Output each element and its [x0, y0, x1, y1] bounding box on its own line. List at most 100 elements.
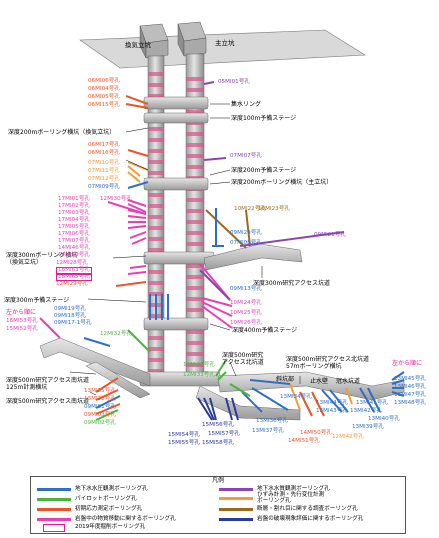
shaft-ring	[186, 264, 204, 268]
stages	[139, 96, 221, 387]
borehole-label: 07MI11号孔	[88, 168, 120, 174]
borehole-line	[95, 377, 119, 393]
shaft-ring	[186, 341, 204, 345]
left-order2-label: 左から順に	[392, 360, 423, 367]
shaft-ring	[186, 110, 204, 114]
borehole-line	[197, 397, 213, 421]
shaft-ring	[186, 132, 204, 136]
legend-label: 地下水水圧観測ボーリング孔	[75, 486, 148, 492]
legend-swatch	[219, 497, 253, 500]
borehole-label: 12MI29号孔	[56, 281, 88, 287]
gallery-300-label: 深度300m研究アクセス坑道	[253, 280, 330, 287]
gallery-500-south-branch	[85, 361, 151, 399]
borehole-line	[391, 371, 405, 381]
borehole-line	[321, 389, 343, 413]
borehole-label: 13MI46号孔	[394, 384, 426, 390]
gallery-500-north-label: 深度500m研究 アクセス北坑道	[222, 352, 264, 366]
borehole-line	[391, 391, 405, 397]
collection-ring-label: 集水リング	[231, 101, 262, 108]
shaft-ring	[148, 369, 164, 373]
borehole-label: 15MI56号孔	[202, 422, 234, 428]
borehole-label: 09MI18号孔	[54, 313, 86, 319]
borehole-label: 09MI19号孔	[54, 306, 86, 312]
borehole-label: 07MI08号孔	[230, 240, 262, 246]
borehole-line	[391, 379, 405, 385]
legend-label: 2019年度掘削ボーリング孔	[75, 524, 146, 530]
legend-swatch	[219, 508, 253, 511]
borehole-line	[359, 387, 375, 413]
legend-label: ひずみ計測・先行変位計測 ボーリング孔	[257, 492, 325, 504]
gallery-500-north-lower	[195, 385, 301, 421]
borehole-line	[209, 397, 217, 421]
borehole-line	[203, 157, 227, 161]
borehole-label: 18MI63号孔	[56, 267, 92, 274]
borehole-line	[127, 181, 149, 189]
gallery-500-north	[217, 371, 405, 401]
borehole-label: 13MI41号孔	[356, 400, 388, 406]
borehole-line	[129, 265, 147, 269]
shaft-ring	[148, 171, 164, 175]
borehole-label: 12MI27号孔	[183, 362, 215, 368]
bh-200-main-label: 深度200mボーリング横坑（主立坑）	[231, 179, 333, 186]
shaft-ring	[148, 127, 164, 131]
borehole-label: 13MI39号孔	[352, 424, 384, 430]
shaft-ring	[186, 198, 204, 202]
borehole-label: 07MI10号孔	[88, 160, 120, 166]
ground-surface	[79, 29, 366, 69]
shaft-ring	[148, 281, 164, 285]
shaft-ring	[148, 160, 164, 164]
borehole-label: 10MI25号孔	[230, 310, 262, 316]
shaft-ring	[148, 193, 164, 197]
leader-lines	[69, 103, 301, 396]
shaft-ring	[186, 165, 204, 169]
borehole-line	[125, 95, 149, 105]
shaft-ring	[186, 363, 204, 367]
borehole-line	[203, 397, 215, 421]
shaft-ring	[186, 231, 204, 235]
shaft-ring	[186, 77, 204, 81]
borehole-line	[39, 317, 61, 339]
shaft-ring	[186, 297, 204, 301]
shaft-ring	[148, 270, 164, 274]
borehole-label: 12MI32号孔	[100, 331, 132, 337]
borehole-line	[127, 271, 147, 275]
borehole-label: 12MI28号孔	[56, 260, 88, 266]
borehole-label: 13MI35号孔	[84, 388, 116, 394]
legend-label: 岩盤の破壊現象評価に関するボーリング孔	[257, 516, 364, 522]
borehole-line	[299, 391, 313, 417]
shaft-ring	[186, 308, 204, 312]
legend-swatch	[37, 488, 71, 491]
gallery-300	[203, 243, 303, 271]
borehole-line	[95, 403, 121, 415]
borehole-label: 17MI05号孔	[58, 224, 90, 230]
borehole-label: 17MI03号孔	[58, 210, 90, 216]
shaft-ring	[148, 83, 164, 87]
borehole-label: 13MI37号孔	[252, 428, 284, 434]
slope-gallery-label: 斜坑部	[276, 376, 295, 383]
shaft-ring	[186, 220, 204, 224]
borehole-label: 09MI02号孔	[84, 420, 116, 426]
borehole-label: 14MI51号孔	[288, 438, 320, 444]
stage-400-label: 深度400m予備ステージ	[232, 327, 298, 334]
borehole-label: 09MI01号孔	[84, 404, 116, 410]
borehole-line	[217, 371, 227, 381]
legend-label: 断層・割れ目に関する調査ボーリング孔	[257, 506, 358, 512]
borehole-label: 06MI05号孔	[88, 94, 120, 100]
legend-label: 初期応力測定ボーリング孔	[75, 506, 143, 512]
borehole-line	[229, 383, 251, 397]
borehole-label: 07MI07号孔	[230, 153, 262, 159]
borehole-line	[215, 359, 227, 377]
borehole-label: 13MI43号孔	[316, 408, 348, 414]
shaft-ring	[148, 358, 164, 362]
borehole-label: 14MI46号孔	[58, 245, 90, 251]
borehole-line	[329, 389, 349, 413]
shaft-ring	[148, 248, 164, 252]
borehole-line	[127, 149, 149, 157]
water-wall-label: 止水壁	[310, 378, 329, 385]
borehole-label: 10MI26号孔	[230, 320, 262, 326]
borehole-line	[95, 395, 121, 409]
shaft-ring	[186, 286, 204, 290]
shaft-ring	[148, 226, 164, 230]
borehole-line	[199, 269, 231, 301]
